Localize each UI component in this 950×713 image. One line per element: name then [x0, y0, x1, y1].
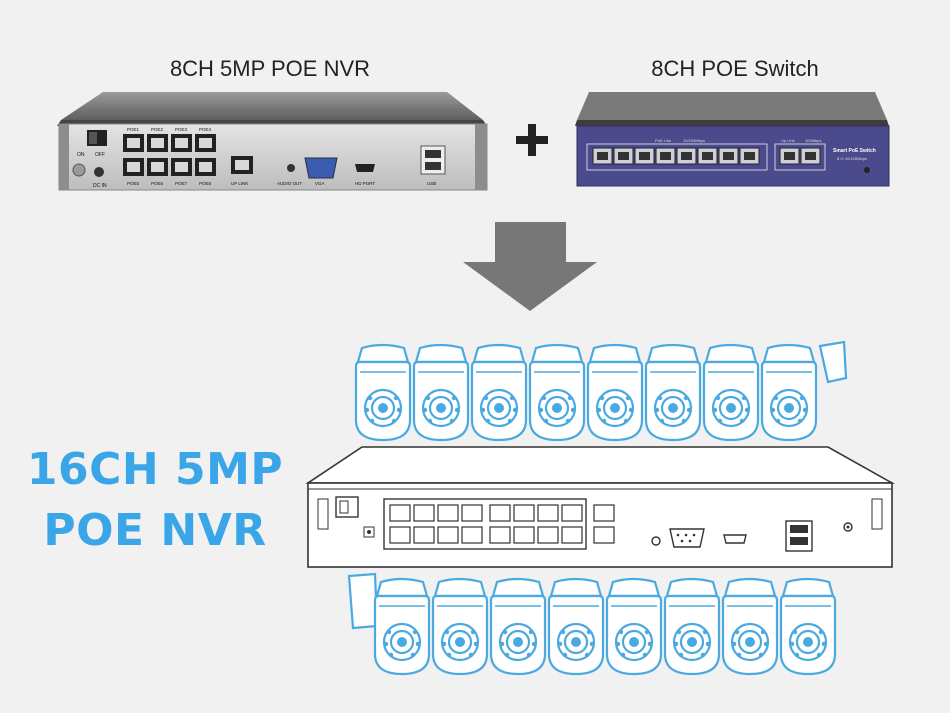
switch-sub-label: 8+2 10/100Mbps — [837, 156, 867, 161]
usb-label: USB — [427, 181, 436, 186]
ptz-camera-icon — [431, 577, 489, 676]
ptz-camera-icon — [373, 577, 431, 676]
switch-8ch-title: 8CH POE Switch — [651, 56, 819, 81]
camera-row-bottom — [347, 572, 837, 676]
poe4-label: POE4 — [199, 127, 212, 132]
poe7-label: POE7 — [175, 181, 188, 186]
result-title-line1: 16CH 5MP — [26, 444, 284, 495]
smart-poe-label: Smart PoE Switch — [833, 148, 876, 154]
result-title-line2: POE NVR — [43, 505, 267, 556]
audio-out-label: AUDIO OUT — [277, 181, 302, 186]
vga-label: VGA — [315, 181, 325, 186]
ptz-camera-icon — [470, 343, 528, 442]
speed-label: 10/100Mbps — [683, 138, 705, 143]
camera-row-top — [354, 340, 848, 442]
uplink-speed-label: 100Mbps — [805, 138, 821, 143]
ptz-camera-icon — [760, 343, 818, 442]
hd-port-label: HD PORT — [355, 181, 375, 186]
dc-in-label: DC IN — [93, 183, 107, 189]
poe-switch-device: PoE Link 10/100Mbps Up Link 100Mbps Smar… — [575, 92, 890, 187]
ptz-camera-icon — [354, 343, 412, 442]
ptz-camera-icon — [489, 577, 547, 676]
poe1-label: POE1 — [127, 127, 140, 132]
down-arrow-icon — [463, 222, 597, 311]
ptz-camera-icon — [644, 343, 702, 442]
ptz-camera-icon — [702, 343, 760, 442]
uplink-label: UP LINK — [231, 181, 248, 186]
power-off-label: OFF — [95, 152, 105, 158]
poe5-label: POE5 — [127, 181, 140, 186]
power-on-label: ON — [77, 152, 85, 158]
ptz-camera-icon — [779, 577, 837, 676]
poe3-label: POE3 — [175, 127, 188, 132]
poe-link-label: PoE Link — [655, 138, 671, 143]
poe2-label: POE2 — [151, 127, 164, 132]
ptz-camera-icon — [605, 577, 663, 676]
ptz-camera-icon — [547, 577, 605, 676]
plus-icon — [514, 122, 550, 158]
ptz-camera-icon — [721, 577, 779, 676]
ptz-camera-icon — [412, 343, 470, 442]
ptz-camera-icon — [528, 343, 586, 442]
poe6-label: POE6 — [151, 181, 164, 186]
nvr-16ch-device — [305, 446, 896, 568]
switch-uplink-label: Up Link — [781, 138, 795, 143]
ptz-camera-icon — [663, 577, 721, 676]
nvr-8ch-device: ON OFF DC IN POE1 POE2 POE3 POE4 POE5 PO… — [57, 92, 488, 191]
nvr-8ch-title: 8CH 5MP POE NVR — [169, 56, 371, 81]
ptz-camera-icon — [586, 343, 644, 442]
poe8-label: POE8 — [199, 181, 212, 186]
